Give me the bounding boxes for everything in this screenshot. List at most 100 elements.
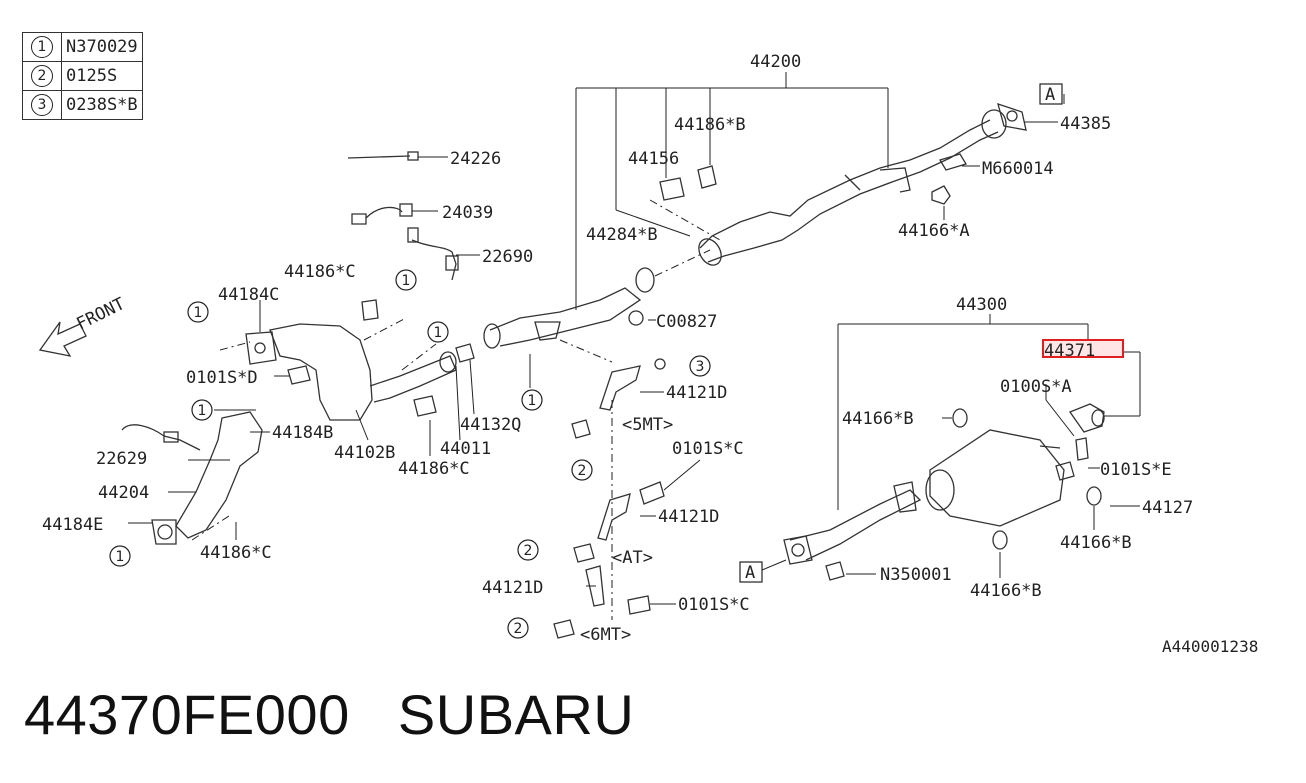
label-22629: 22629 [96, 449, 147, 469]
label-doc-id: A440001238 [1162, 637, 1258, 656]
bolts-rear [825, 437, 1089, 581]
legend-num: 3 [31, 94, 53, 116]
cable-24226 [347, 151, 419, 161]
svg-text:1: 1 [528, 393, 537, 409]
circled-ref: 1 [187, 301, 209, 323]
svg-text:1: 1 [116, 549, 125, 565]
ref-box-A-top: A [1039, 83, 1063, 105]
legend-num: 1 [31, 36, 53, 58]
label-24039: 24039 [442, 203, 493, 223]
label-44102B: 44102B [334, 443, 395, 463]
ref-A-label: A [1045, 85, 1055, 105]
legend-code: N370029 [61, 32, 143, 62]
circled-ref: 1 [521, 389, 543, 411]
rubber-44166B [952, 408, 1102, 550]
gasket-44011 [455, 343, 475, 363]
label-44156: 44156 [628, 149, 679, 169]
circled-ref: 1 [191, 399, 213, 421]
center-pipe [483, 287, 644, 349]
part-caption: 44370FE000 SUBARU [24, 682, 634, 747]
label-44186C-left: 44186*C [200, 543, 272, 563]
circled-ref: 1 [109, 545, 131, 567]
label-front: FRONT [73, 294, 128, 334]
label-0101SC-b: 0101S*C [678, 595, 750, 615]
label-44186B: 44186*B [674, 115, 746, 135]
dash-line [559, 339, 613, 363]
legend-table: 1 N370029 2 0125S 3 0238S*B [22, 32, 143, 120]
sensor-24039 [351, 203, 419, 243]
caption-brand: SUBARU [397, 683, 635, 746]
circled-ref: 2 [571, 459, 593, 481]
legend-row: 3 0238S*B [22, 90, 143, 120]
bracket-44300 [837, 314, 1089, 510]
bracket-44200 [575, 72, 889, 310]
dash-line [219, 341, 251, 351]
dash-line [191, 513, 233, 541]
hanger-44121D-5MT [599, 358, 666, 411]
label-44121D-a: 44121D [666, 383, 727, 403]
label-44166B-a: 44166*B [842, 409, 914, 429]
label-0100SA: 0100S*A [1000, 377, 1072, 397]
label-44385: 44385 [1060, 114, 1111, 134]
legend-num: 2 [31, 65, 53, 87]
circled-ref: 3 [689, 355, 711, 377]
label-6MT: <6MT> [580, 625, 631, 645]
muffler-44300 [783, 429, 1065, 565]
label-44166A: 44166*A [898, 221, 970, 241]
label-44184C: 44184C [218, 285, 279, 305]
flange-44385 [997, 102, 1027, 131]
hanger-44121D-6MT [585, 565, 651, 615]
svg-text:3: 3 [696, 359, 705, 375]
legend-row: 1 N370029 [22, 32, 143, 62]
circled-ref: 2 [507, 617, 529, 639]
label-44284B: 44284*B [586, 225, 658, 245]
bolt-44186C [287, 299, 437, 417]
circled-ref: 2 [517, 539, 539, 561]
bolt-44156 [659, 165, 717, 201]
svg-text:2: 2 [578, 463, 587, 479]
ref-A-label: A [745, 563, 755, 583]
dash-line [401, 343, 437, 371]
label-44121D-c: 44121D [482, 578, 543, 598]
bolts-02 [553, 419, 595, 639]
label-44132Q: 44132Q [460, 415, 521, 435]
circled-ref: 1 [395, 269, 417, 291]
label-44200: 44200 [750, 52, 801, 72]
label-44166B-c: 44166*B [970, 581, 1042, 601]
label-44127: 44127 [1142, 498, 1193, 518]
ref-box-A-bottom: A [739, 561, 763, 583]
label-M660014: M660014 [982, 159, 1054, 179]
circled-ref: 1 [427, 321, 449, 343]
legend-code: 0238S*B [61, 90, 143, 120]
label-22690: 22690 [482, 247, 533, 267]
label-44300: 44300 [956, 295, 1007, 315]
label-0101SE: 0101S*E [1100, 460, 1172, 480]
label-44184B: 44184B [272, 423, 333, 443]
circled-refs: 1 1 1 1 1 1 3 2 2 2 [109, 269, 711, 639]
gasket-44284B [635, 267, 655, 293]
front-arrow [38, 321, 87, 357]
svg-text:1: 1 [194, 305, 203, 321]
leader-lines [128, 94, 1141, 605]
label-C00827: C00827 [656, 312, 717, 332]
label-N350001: N350001 [880, 565, 952, 585]
label-44186C-top: 44186*C [284, 262, 356, 282]
hanger-44371 [1068, 403, 1105, 433]
dash-line [363, 317, 407, 341]
label-24226: 24226 [450, 149, 501, 169]
bolt-M660014 [939, 153, 967, 171]
label-44204: 44204 [98, 483, 149, 503]
nut-44166A [931, 185, 951, 205]
label-44121D-b: 44121D [658, 507, 719, 527]
caption-part-number: 44370FE000 [24, 683, 350, 746]
label-44184E: 44184E [42, 515, 103, 535]
label-AT: <AT> [612, 548, 653, 568]
legend-code: 0125S [61, 61, 143, 91]
manifold-44102B [245, 323, 457, 421]
label-44186C-mid: 44186*C [398, 459, 470, 479]
label-5MT: <5MT> [622, 415, 673, 435]
svg-text:2: 2 [514, 621, 523, 637]
label-44166B-b: 44166*B [1060, 533, 1132, 553]
sensor-22690 [411, 239, 459, 281]
